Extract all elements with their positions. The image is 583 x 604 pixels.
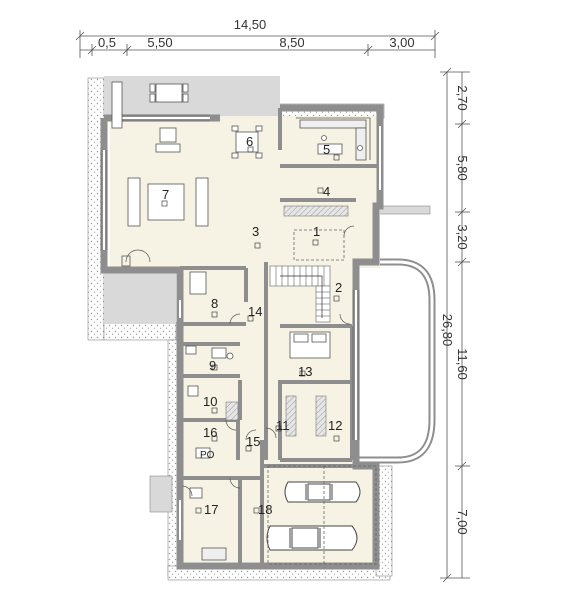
room-5-label: 5 <box>323 142 330 157</box>
door-swings <box>125 225 355 497</box>
room-7-label: 7 <box>162 187 169 202</box>
dim-right-seg-5: 7,00 <box>455 509 470 534</box>
dim-top-seg-2: 5,50 <box>147 35 172 50</box>
dim-top-total: 14,50 <box>234 17 267 32</box>
room-numbers: 1 2 3 4 5 6 7 8 9 10 11 12 13 14 15 16 1… <box>162 134 342 517</box>
room-13-label: 13 <box>298 364 312 379</box>
room-8-label: 8 <box>211 296 218 311</box>
room-2-label: 2 <box>335 280 342 295</box>
room-11-label: 11 <box>276 418 290 433</box>
curved-balcony <box>356 258 436 464</box>
bathroom-fixtures <box>185 271 234 561</box>
room-14-label: 14 <box>248 304 262 319</box>
garage-cars <box>266 481 361 551</box>
room-3-label: 3 <box>252 224 259 239</box>
terraces <box>104 76 431 513</box>
dashed-lines <box>267 229 377 565</box>
room-markers <box>161 146 340 514</box>
staircase <box>269 265 331 323</box>
room-18-label: 18 <box>258 502 272 517</box>
room-4-label: 4 <box>323 184 330 199</box>
bed <box>289 331 331 359</box>
room-17-label: 17 <box>204 502 218 517</box>
terrace-dining-set <box>111 81 189 129</box>
room-9-label: 9 <box>209 358 216 373</box>
car-bottom <box>266 525 358 551</box>
car-top <box>284 481 361 503</box>
kitchen-furniture <box>296 117 371 161</box>
dim-top-seg-3: 8,50 <box>279 35 304 50</box>
window-frames <box>100 114 360 440</box>
dim-right-seg-1: 2,70 <box>455 85 470 110</box>
right-dimension-lines <box>440 67 470 583</box>
wardrobes <box>225 205 349 437</box>
room-12-label: 12 <box>328 418 342 433</box>
dim-top-seg-4: 3,00 <box>389 35 414 50</box>
top-dimension-lines <box>75 30 440 58</box>
po-label: PO <box>200 450 215 461</box>
dim-right-seg-4: 11,60 <box>455 348 470 380</box>
room-1-label: 1 <box>313 224 320 239</box>
living-furniture <box>121 127 209 267</box>
room-15-label: 15 <box>246 434 260 449</box>
dim-right-seg-2: 5,80 <box>455 155 470 180</box>
dim-right-total: 26,80 <box>440 314 455 347</box>
interior-walls <box>180 108 380 566</box>
room-10-label: 10 <box>203 394 217 409</box>
room-6-label: 6 <box>246 134 253 149</box>
dim-right-seg-3: 3,20 <box>455 224 470 249</box>
windows <box>103 117 381 540</box>
dim-top-seg-1: 0,5 <box>98 35 116 50</box>
room-16-label: 16 <box>203 425 217 440</box>
